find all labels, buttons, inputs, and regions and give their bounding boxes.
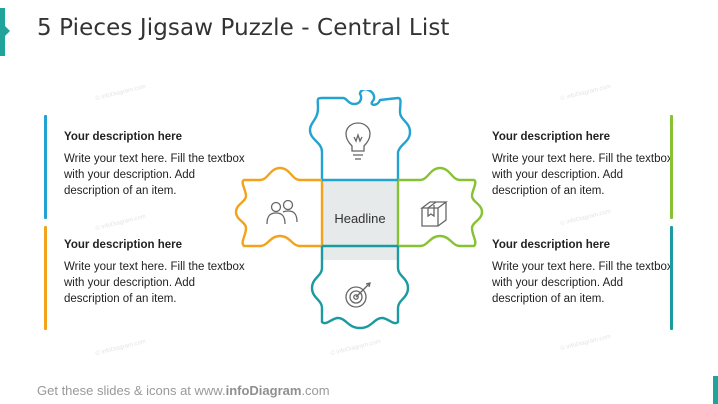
box-icon	[420, 201, 448, 227]
slide-title: 5 Pieces Jigsaw Puzzle - Central List	[37, 15, 450, 41]
watermark: © infoDiagram.com	[95, 213, 147, 233]
jigsaw-puzzle	[234, 90, 484, 330]
watermark: © infoDiagram.com	[95, 83, 147, 103]
description-text: Write your text here. Fill the textbox w…	[64, 153, 245, 198]
description-text: Write your text here. Fill the textbox w…	[64, 261, 245, 306]
watermark: © infoDiagram.com	[95, 338, 147, 358]
headline-label: Headline	[334, 211, 386, 226]
corner-accent	[713, 376, 718, 404]
description-text: Write your text here. Fill the textbox w…	[492, 153, 673, 198]
footer-suffix: .com	[301, 383, 330, 398]
watermark: © infoDiagram.com	[560, 83, 612, 103]
accent-bar	[44, 226, 47, 330]
footer-prefix: Get these slides & icons at www.	[37, 383, 226, 398]
accent-bar	[44, 115, 47, 219]
people-icon	[266, 199, 298, 225]
watermark: © infoDiagram.com	[560, 208, 612, 228]
footer: Get these slides & icons at www.infoDiag…	[37, 383, 330, 398]
watermark: © infoDiagram.com	[330, 338, 382, 358]
puzzle-piece-right	[398, 166, 484, 248]
footer-brand: infoDiagram	[225, 383, 302, 398]
puzzle-piece-bottom	[310, 246, 410, 330]
description-heading: Your description here	[64, 131, 183, 143]
accent-bar	[670, 115, 673, 219]
accent-bar	[670, 226, 673, 330]
target-icon	[345, 282, 371, 308]
lightbulb-icon	[345, 122, 371, 160]
description-heading: Your description here	[64, 239, 183, 251]
description-heading: Your description here	[492, 131, 611, 143]
watermark: © infoDiagram.com	[560, 333, 612, 353]
puzzle-piece-left	[234, 166, 322, 248]
description-text: Write your text here. Fill the textbox w…	[492, 261, 673, 306]
accent-arrow	[5, 26, 10, 36]
description-heading: Your description here	[492, 239, 611, 251]
puzzle-piece-top	[308, 90, 412, 180]
accent-tab	[0, 8, 5, 56]
